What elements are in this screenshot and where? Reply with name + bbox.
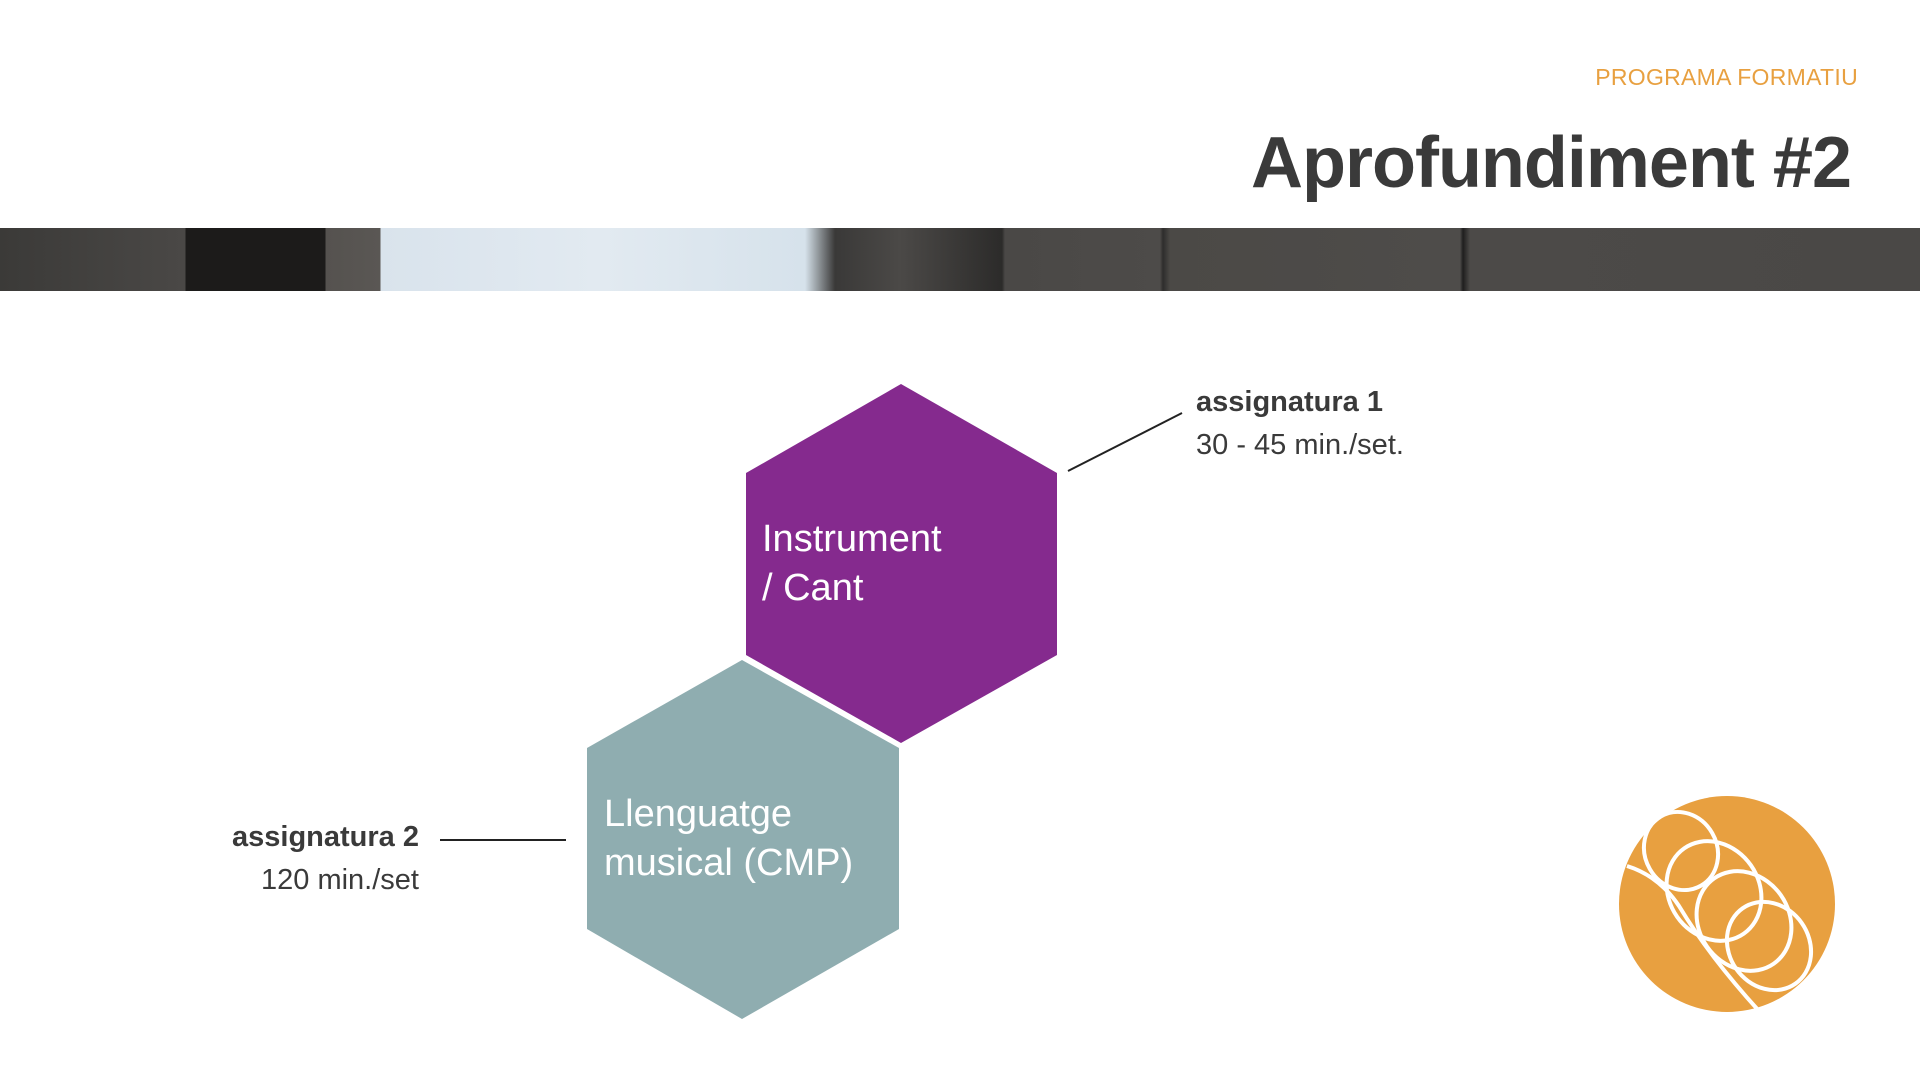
hexagon-instrument-label: Instrument / Cant <box>762 515 942 613</box>
label-assignatura-1: assignatura 1 30 - 45 min./set. <box>1196 386 1404 462</box>
hexagon-llenguatge <box>587 660 899 1019</box>
hex-label-line: / Cant <box>762 567 864 609</box>
hex-label-line: Instrument <box>762 518 942 560</box>
hex-label-line: Llenguatge <box>604 793 793 835</box>
hexagon-llenguatge-label: Llenguatge musical (CMP) <box>604 790 853 888</box>
label-name: assignatura 2 <box>232 821 419 853</box>
logo-icon <box>1619 796 1835 1012</box>
hexagon-instrument <box>746 384 1057 743</box>
page-title: Aprofundiment #2 <box>1250 123 1852 203</box>
header-photo-banner <box>0 228 1920 291</box>
section-label: PROGRAMA FORMATIU <box>1595 64 1858 90</box>
label-time: 30 - 45 min./set. <box>1196 429 1404 461</box>
label-assignatura-2: assignatura 2 120 min./set <box>232 821 419 897</box>
connector-line-1 <box>1067 412 1183 472</box>
hex-label-line: musical (CMP) <box>604 842 854 884</box>
label-time: 120 min./set <box>261 864 419 896</box>
label-name: assignatura 1 <box>1196 386 1383 418</box>
